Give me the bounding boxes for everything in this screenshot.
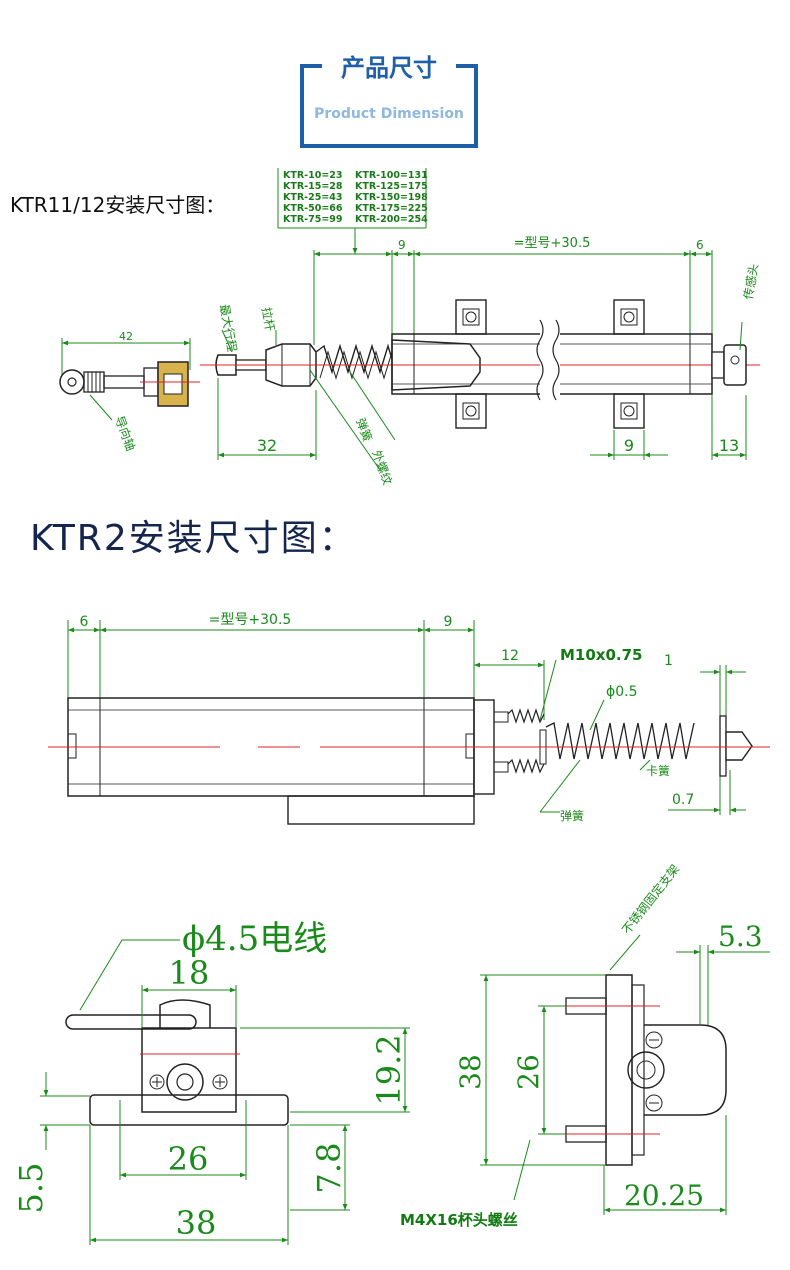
dim-42: 42 bbox=[119, 330, 133, 343]
dim-7-8: 7.8 bbox=[310, 1143, 348, 1194]
dim-38: 38 bbox=[176, 1204, 217, 1242]
bracket-label: 不锈钢固定支架 bbox=[619, 861, 683, 936]
dim-13: 13 bbox=[719, 436, 739, 455]
mount-front-view bbox=[65, 999, 289, 1126]
dim-9: 9 bbox=[398, 238, 406, 252]
dim-38-side: 38 bbox=[454, 1054, 487, 1090]
s1-bottom-dimensions bbox=[217, 321, 747, 471]
dim-26-side: 26 bbox=[512, 1054, 545, 1090]
s1-top-dimensions bbox=[313, 250, 713, 345]
header-badge: 产品尺寸 Product Dimension bbox=[300, 54, 478, 148]
table-cell: KTR-200=254 bbox=[355, 214, 428, 225]
table-cell: KTR-15=28 bbox=[283, 181, 343, 192]
label-guide: 导向轴 bbox=[112, 414, 138, 453]
table-cell: KTR-25=43 bbox=[283, 192, 343, 203]
section1-title: KTR11/12安装尺寸图： bbox=[10, 193, 225, 217]
dim-9-bracket: 9 bbox=[624, 436, 634, 455]
dim-19-2: 19.2 bbox=[370, 1034, 408, 1105]
label-sensor-head: 传感头 bbox=[740, 262, 761, 300]
label-rod: 拉杆 bbox=[259, 306, 278, 332]
header-subtitle: Product Dimension bbox=[314, 106, 464, 122]
header-title: 产品尺寸 bbox=[341, 54, 437, 82]
section2-title: KTR2安装尺寸图： bbox=[30, 518, 357, 559]
dim-07: 0.7 bbox=[672, 792, 694, 808]
mount-side-view bbox=[560, 974, 727, 1166]
dim-32: 32 bbox=[257, 436, 277, 455]
dim-26: 26 bbox=[168, 1140, 209, 1178]
table-cell: KTR-150=198 bbox=[355, 192, 428, 203]
table-cell: KTR-50=66 bbox=[283, 203, 343, 214]
rod-end-detail bbox=[59, 338, 200, 407]
dim-18: 18 bbox=[169, 954, 210, 992]
table-cell: KTR-75=99 bbox=[283, 214, 343, 225]
thread-spec: M10x0.75 bbox=[560, 646, 643, 664]
dim-length: =型号+30.5 bbox=[209, 612, 292, 628]
dim-6: 6 bbox=[696, 238, 704, 252]
screw-label: M4X16杯头螺丝 bbox=[400, 1211, 518, 1229]
table-cell: KTR-125=175 bbox=[355, 181, 428, 192]
label-spring: 弹簧 bbox=[353, 416, 375, 444]
dim-5-5: 5.5 bbox=[12, 1163, 50, 1214]
label-circlip: 卡簧 bbox=[646, 763, 670, 778]
dim-12: 12 bbox=[501, 648, 519, 664]
dim-5-3: 5.3 bbox=[718, 920, 763, 953]
ktr2-sensor bbox=[48, 697, 770, 825]
dim-9: 9 bbox=[444, 614, 453, 630]
label-thread: 外螺纹 bbox=[369, 448, 394, 487]
s2-leaders bbox=[539, 659, 651, 813]
table-cell: KTR-175=225 bbox=[355, 203, 428, 214]
table-cell: KTR-100=131 bbox=[355, 170, 428, 181]
label-max-stroke: 最大行程 bbox=[217, 303, 240, 353]
dim-1: 1 bbox=[664, 653, 673, 669]
s3-right-dimensions bbox=[480, 934, 770, 1215]
leader-line bbox=[89, 394, 113, 421]
ktr11-sensor bbox=[200, 299, 760, 429]
s2-top-dimensions bbox=[67, 620, 746, 815]
s3-left-dimensions bbox=[40, 939, 410, 1245]
dim-length: =型号+30.5 bbox=[514, 236, 591, 251]
model-table: KTR-10=23 KTR-15=28 KTR-25=43 KTR-50=66 … bbox=[277, 168, 428, 254]
label-spring: 弹簧 bbox=[560, 808, 584, 823]
dim-20-25: 20.25 bbox=[624, 1179, 704, 1212]
dim-6: 6 bbox=[80, 614, 89, 630]
cable-label: ϕ4.5电线 bbox=[182, 919, 327, 959]
dim-phi: ϕ0.5 bbox=[606, 684, 638, 700]
table-cell: KTR-10=23 bbox=[283, 170, 343, 181]
